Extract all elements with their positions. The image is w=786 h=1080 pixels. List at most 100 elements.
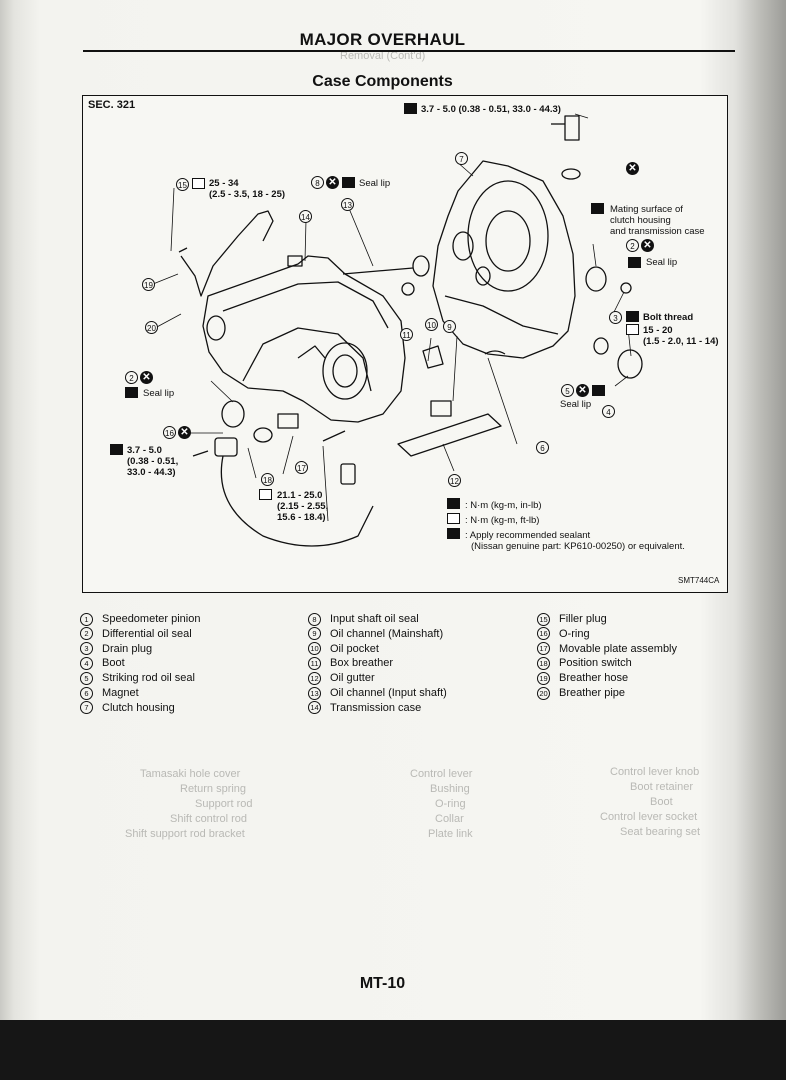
grease-icon: [592, 385, 605, 396]
torque-left-b: (0.38 - 0.51,: [127, 456, 179, 467]
callout-10: 10: [425, 318, 438, 331]
legend-text: Oil channel (Input shaft): [330, 686, 447, 699]
legend-number: 11: [308, 656, 321, 670]
key-nm-ftlb: : N·m (kg-m, ft-lb): [465, 515, 540, 526]
legend-number: 1: [80, 612, 93, 626]
filler-plug-stub: [178, 247, 188, 253]
bolt: [322, 430, 346, 442]
key-sealant-b: (Nissan genuine part: KP610-00250) or eq…: [471, 541, 685, 552]
callout-19: 19: [142, 278, 155, 291]
legend-number: 3: [80, 642, 93, 656]
housing-boss: [475, 266, 491, 286]
differential-seal-right: [585, 266, 607, 292]
movable-plate: [277, 413, 299, 429]
legend-number: 9: [308, 627, 321, 641]
bleed-through-text: O-ring: [435, 798, 466, 810]
legend-item: 10 Oil pocket: [308, 642, 447, 657]
torque-in-lb-icon: [447, 498, 460, 509]
legend-number: 5: [80, 671, 93, 685]
switch-connector: [340, 463, 356, 485]
bleed-through-text: Tamasaki hole cover: [140, 768, 241, 780]
legend-number: 18: [537, 656, 550, 670]
leader-line: [152, 113, 632, 522]
torque-filler-b: (2.5 - 3.5, 18 - 25): [209, 189, 286, 200]
input-shaft-seal: [412, 255, 430, 277]
section-title: Case Components: [312, 73, 453, 90]
callout-2: 2: [125, 371, 138, 384]
legend-number: 17: [537, 642, 550, 656]
legend-item: 12 Oil gutter: [308, 671, 447, 686]
bleed-through-text: Shift support rod bracket: [125, 828, 245, 840]
callout-15: 15: [176, 178, 189, 191]
bleed-through-text: Boot: [650, 796, 673, 808]
legend-text: Filler plug: [559, 613, 607, 625]
legend-text: Movable plate assembly: [559, 642, 678, 655]
position-switch-wire: [220, 455, 374, 547]
housing-rib: [444, 295, 559, 335]
scanner-bottom-edge: [0, 1020, 786, 1080]
torque-right-b: (1.5 - 2.0, 11 - 14): [643, 336, 719, 347]
callout-2: 2: [626, 239, 639, 252]
manual-page: Removal (Cont'd) Control lever knob Boot…: [30, 0, 735, 1020]
key-sealant-a: : Apply recommended sealant: [465, 530, 591, 541]
clutch-housing-outline: [432, 160, 576, 359]
case-boss-top: [287, 255, 303, 267]
bolt-thread-label: Bolt thread: [643, 312, 694, 323]
mating-surface-label-b: clutch housing: [610, 215, 671, 226]
legend-item: 13 Oil channel (Input shaft): [308, 686, 447, 701]
legend-text: Differential oil seal: [102, 627, 192, 640]
replace-mark-icon: ✕: [140, 371, 153, 384]
seal-lip-label: Seal lip: [560, 399, 592, 410]
legend-number: 10: [308, 642, 321, 656]
torque-ft-lb-icon: [192, 178, 205, 189]
torque-in-lb-icon: [110, 444, 123, 455]
bleed-through-text: Control lever socket: [600, 811, 698, 823]
legend-text: Position switch: [559, 657, 632, 670]
position-switch: [214, 437, 238, 457]
drain-plug: [620, 282, 632, 294]
seal-lip-label: Seal lip: [359, 178, 391, 189]
bleed-through-text: Boot retainer: [630, 781, 693, 793]
torque-spec-top: 3.7 - 5.0 (0.38 - 0.51, 33.0 - 44.3): [421, 104, 561, 115]
case-rib: [242, 327, 372, 392]
replace-mark-icon: ✕: [626, 162, 639, 175]
oil-channel-input-shaft: [342, 267, 414, 275]
legend-number: 16: [537, 627, 550, 641]
torque-bolt-c: 15.6 - 18.4): [277, 512, 326, 523]
pinion-o-ring: [561, 168, 581, 180]
callout-14: 14: [299, 210, 312, 223]
legend-text: Magnet: [102, 686, 139, 699]
grease-icon: [628, 257, 641, 268]
bleed-through-text: Shift control rod: [170, 813, 248, 825]
callout-12: 12: [448, 474, 461, 487]
clutch-housing-bell: [467, 180, 549, 292]
magnet: [484, 350, 506, 355]
bleed-through-text: Seat bearing set: [620, 826, 701, 838]
callout-16: 16: [163, 426, 176, 439]
seal-lip-label: Seal lip: [143, 388, 175, 399]
bleed-through-text: Collar: [435, 813, 464, 825]
torque-ft-lb-icon: [626, 324, 639, 335]
legend-number: 12: [308, 671, 321, 685]
legend-text: Breather pipe: [559, 686, 626, 699]
legend-number: 13: [308, 686, 321, 700]
oil-pocket: [422, 345, 444, 369]
grease-icon: [342, 177, 355, 188]
legend-text: Oil pocket: [330, 642, 379, 655]
case-detail: [297, 345, 326, 359]
seal-lip-label: Seal lip: [646, 257, 678, 268]
legend-text: Oil gutter: [330, 672, 375, 685]
legend-number: 7: [80, 701, 93, 715]
grease-icon: [125, 387, 138, 398]
callout-18: 18: [261, 473, 274, 486]
case-bore: [322, 342, 368, 400]
